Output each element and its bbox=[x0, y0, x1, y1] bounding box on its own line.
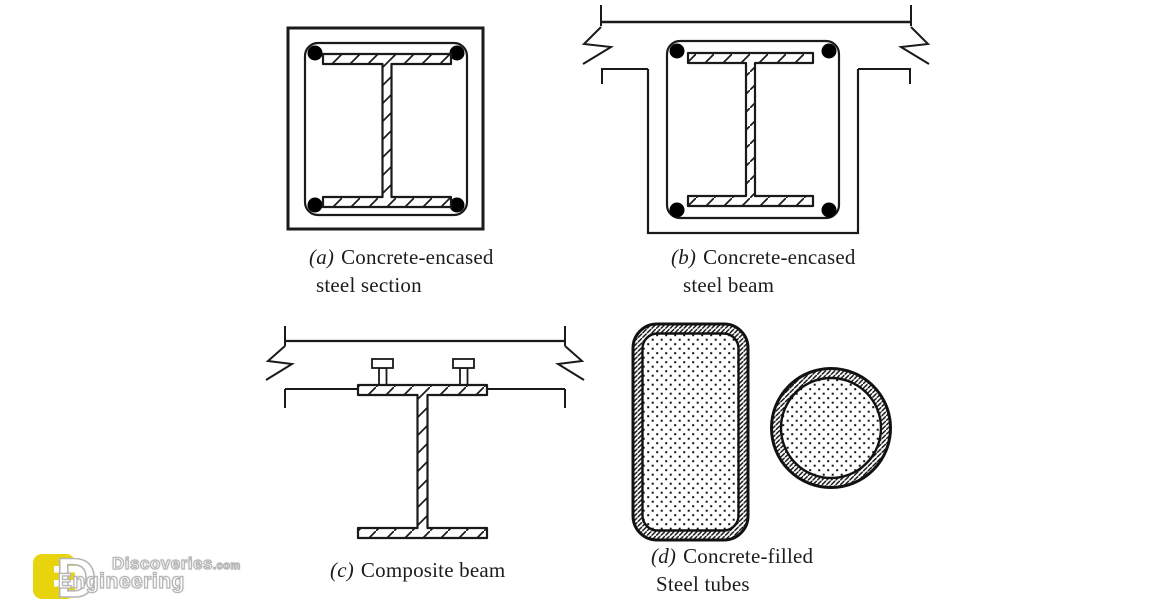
diagram-composite-beam bbox=[265, 326, 585, 540]
watermark-brand: Discoveries bbox=[111, 553, 213, 573]
rect-tube-concrete-core bbox=[641, 332, 740, 532]
caption-b-index: (b) bbox=[671, 245, 697, 269]
break-line-left bbox=[581, 26, 615, 65]
break-line-right bbox=[897, 26, 931, 65]
ed-logo-e-notch bbox=[54, 580, 79, 587]
caption-b-line2: steel beam bbox=[683, 273, 775, 297]
diagram-concrete-encased-steel-section bbox=[286, 26, 485, 231]
caption-c-line1: Composite beam bbox=[360, 558, 506, 582]
ed-logo-e-shape bbox=[33, 554, 75, 599]
stirrup-tie bbox=[303, 41, 469, 217]
watermark-engineering-discoveries: D Discoveries.com Engineering bbox=[28, 543, 268, 605]
steel-i-section bbox=[686, 51, 815, 208]
shear-studs bbox=[371, 358, 475, 386]
stud-head bbox=[371, 358, 394, 369]
steel-i-section bbox=[356, 383, 489, 540]
rebar-dots bbox=[669, 43, 837, 218]
stud-shank bbox=[378, 367, 388, 386]
watermark-brand-suffix: .com bbox=[212, 559, 241, 572]
caption-c-index: (c) bbox=[330, 558, 354, 582]
ed-logo-e-notch bbox=[54, 566, 79, 573]
steel-i-section bbox=[321, 52, 453, 209]
caption-d: (d)Concrete-filled Steel tubes bbox=[651, 542, 813, 598]
break-line-right bbox=[555, 345, 585, 381]
caption-b-line1: Concrete-encased bbox=[703, 245, 856, 269]
rebar-dots bbox=[307, 45, 465, 213]
slab-lines bbox=[581, 5, 931, 84]
stirrup-tie bbox=[665, 39, 841, 220]
caption-a-index: (a) bbox=[309, 245, 335, 269]
round-tube-concrete-core bbox=[779, 376, 883, 480]
ed-logo: D bbox=[33, 545, 97, 605]
caption-d-index: (d) bbox=[651, 544, 677, 568]
watermark-engineering-text: Engineering bbox=[57, 569, 185, 593]
caption-b: (b)Concrete-encased steel beam bbox=[671, 243, 856, 299]
caption-a-line1: Concrete-encased bbox=[341, 245, 494, 269]
stud-shank bbox=[459, 367, 469, 386]
caption-d-line2: Steel tubes bbox=[656, 572, 750, 596]
diagram-concrete-encased-steel-beam bbox=[581, 5, 931, 235]
watermark-discoveries-text: Discoveries.com bbox=[111, 553, 241, 574]
break-line-left bbox=[265, 345, 295, 381]
caption-c: (c)Composite beam bbox=[330, 556, 505, 584]
diagram-concrete-filled-steel-tubes bbox=[631, 322, 892, 542]
stud-head bbox=[452, 358, 475, 369]
caption-a-line2: steel section bbox=[316, 273, 422, 297]
caption-d-line1: Concrete-filled bbox=[683, 544, 814, 568]
caption-a: (a)Concrete-encased steel section bbox=[309, 243, 494, 299]
ed-logo-d-letter: D bbox=[56, 546, 96, 605]
